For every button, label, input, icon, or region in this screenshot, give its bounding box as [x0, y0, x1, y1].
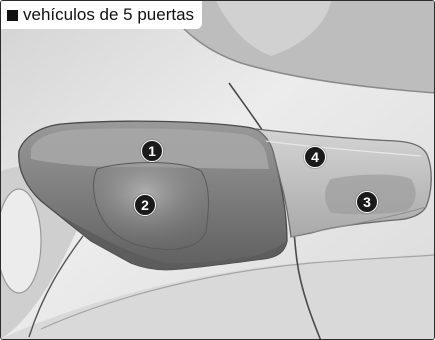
side-reflection [1, 188, 42, 294]
caption-text: vehículos de 5 puertas [23, 5, 195, 24]
rear-bumper [1, 253, 434, 339]
tailgate-lamp-lower-edge [290, 206, 427, 238]
bumper-edge [40, 254, 434, 330]
rear-window [161, 1, 434, 93]
callout-4: 4 [304, 146, 326, 168]
callout-1: 1 [141, 140, 163, 162]
callout-2: 2 [134, 194, 156, 216]
tailgate-lamp-highlight [265, 140, 422, 157]
tail-lamp-lower-lens [61, 216, 287, 270]
window-reflection [216, 1, 331, 56]
figure-caption: vehículos de 5 puertas [1, 1, 203, 29]
callout-3: 3 [356, 191, 378, 213]
rear-window-edge [160, 1, 434, 94]
left-panel-line [28, 235, 84, 338]
black-square-icon [7, 9, 18, 21]
